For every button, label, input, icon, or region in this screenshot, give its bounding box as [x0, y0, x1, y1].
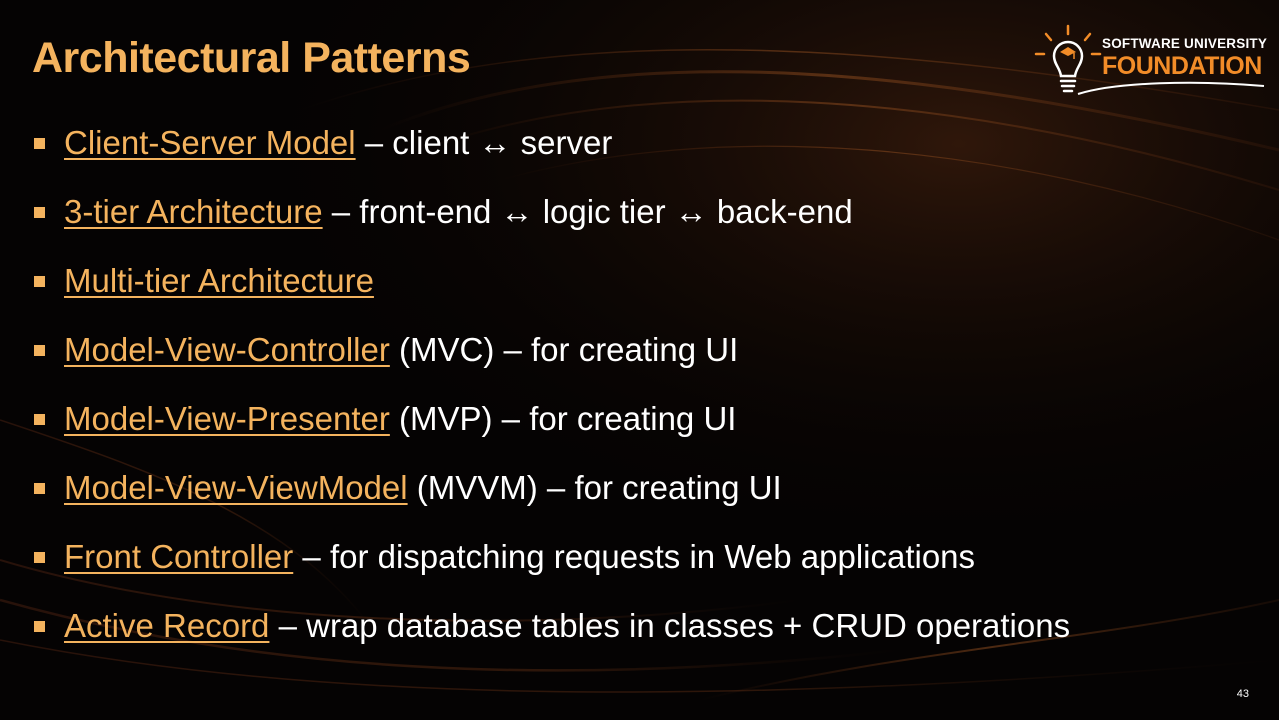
slide-title: Architectural Patterns: [32, 34, 471, 82]
bullet-item: Model-View-Controller (MVC) – for creati…: [34, 327, 1070, 396]
bullet-marker: [34, 207, 45, 218]
lightbulb-icon: [1034, 24, 1102, 93]
link-multi-tier-architecture[interactable]: Multi-tier Architecture: [64, 262, 374, 299]
link-front-controller[interactable]: Front Controller: [64, 538, 294, 575]
bullet-item: Model-View-ViewModel (MVVM) – for creati…: [34, 465, 1070, 534]
link-client-server-model[interactable]: Client-Server Model: [64, 124, 356, 161]
link-model-view-presenter[interactable]: Model-View-Presenter: [64, 400, 390, 437]
bullet-item: Client-Server Model – client ↔ server: [34, 120, 1070, 189]
bullet-marker: [34, 138, 45, 149]
link-3-tier-architecture[interactable]: 3-tier Architecture: [64, 193, 323, 230]
bullet-marker: [34, 276, 45, 287]
link-model-view-controller[interactable]: Model-View-Controller: [64, 331, 390, 368]
link-model-view-viewmodel[interactable]: Model-View-ViewModel: [64, 469, 408, 506]
bullet-text: (MVP) – for creating UI: [389, 400, 737, 437]
software-university-logo: SOFTWARE UNIVERSITY FOUNDATION: [1032, 22, 1268, 100]
bullet-item: Multi-tier Architecture: [34, 258, 1070, 327]
bullet-text: – client ↔ server: [355, 124, 613, 161]
bullet-marker: [34, 345, 45, 356]
logo-text-line1: SOFTWARE UNIVERSITY: [1102, 36, 1268, 51]
logo-swoosh: [1077, 81, 1265, 95]
page-number: 43: [1236, 688, 1249, 700]
logo-text-line2: FOUNDATION: [1102, 52, 1262, 80]
bullet-text: – front-end ↔ logic tier ↔ back-end: [322, 193, 853, 230]
bullet-text: (MVC) – for creating UI: [389, 331, 739, 368]
bullet-marker: [34, 552, 45, 563]
link-active-record[interactable]: Active Record: [64, 607, 270, 644]
bullet-item: Active Record – wrap database tables in …: [34, 603, 1070, 672]
bullet-text: – wrap database tables in classes + CRUD…: [269, 607, 1071, 644]
bullet-marker: [34, 414, 45, 425]
bullet-item: Front Controller – for dispatching reque…: [34, 534, 1070, 603]
bullet-marker: [34, 621, 45, 632]
bullet-list: Client-Server Model – client ↔ server 3-…: [34, 120, 1070, 672]
bullet-marker: [34, 483, 45, 494]
bullet-item: 3-tier Architecture – front-end ↔ logic …: [34, 189, 1070, 258]
bullet-item: Model-View-Presenter (MVP) – for creatin…: [34, 396, 1070, 465]
bullet-text: – for dispatching requests in Web applic…: [293, 538, 976, 575]
bullet-text: (MVVM) – for creating UI: [407, 469, 782, 506]
